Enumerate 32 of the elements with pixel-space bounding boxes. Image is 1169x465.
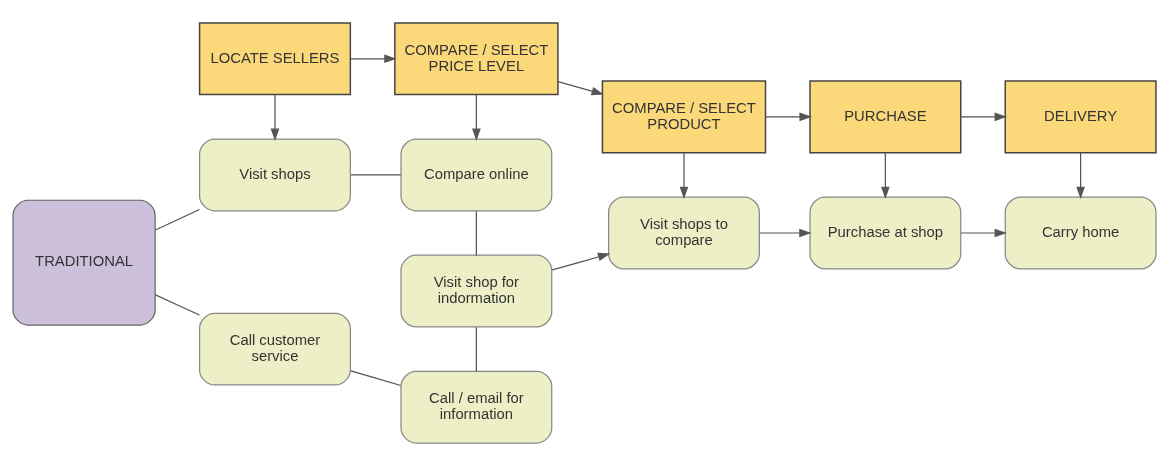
connector	[475, 209, 477, 256]
arrow	[270, 93, 280, 141]
node-box: TRADITIONAL	[12, 199, 156, 326]
connector	[154, 208, 201, 231]
arrow	[960, 228, 1007, 237]
connector	[475, 326, 477, 372]
node-box: Call customer service	[199, 312, 351, 386]
arrow	[551, 252, 611, 271]
node-box: COMPARE / SELECT PRODUCT	[601, 79, 767, 153]
node-box: COMPARE / SELECT PRICE LEVEL	[394, 21, 559, 95]
node-box: LOCATE SELLERS	[198, 21, 352, 95]
arrow	[764, 112, 812, 121]
arrow	[350, 53, 397, 63]
arrow	[472, 93, 481, 141]
connector	[350, 369, 402, 386]
arrow	[759, 228, 812, 237]
arrow	[1076, 151, 1085, 199]
connector	[350, 173, 402, 176]
node-box: Visit shops to compare	[607, 196, 760, 269]
node-box: Compare online	[400, 137, 553, 211]
node-box: DELIVERY	[1004, 79, 1157, 153]
arrow	[960, 112, 1007, 121]
arrow	[881, 151, 890, 199]
node-box: Call / email for information	[400, 370, 553, 444]
node-box: PURCHASE	[809, 79, 962, 153]
arrow	[557, 80, 604, 95]
connector	[154, 293, 201, 316]
node-box: Visit shops	[199, 137, 351, 211]
node-box: Carry home	[1004, 196, 1157, 269]
node-box: Purchase at shop	[809, 196, 962, 269]
node-box: Visit shop for indormation	[400, 254, 553, 328]
arrow	[679, 151, 689, 199]
